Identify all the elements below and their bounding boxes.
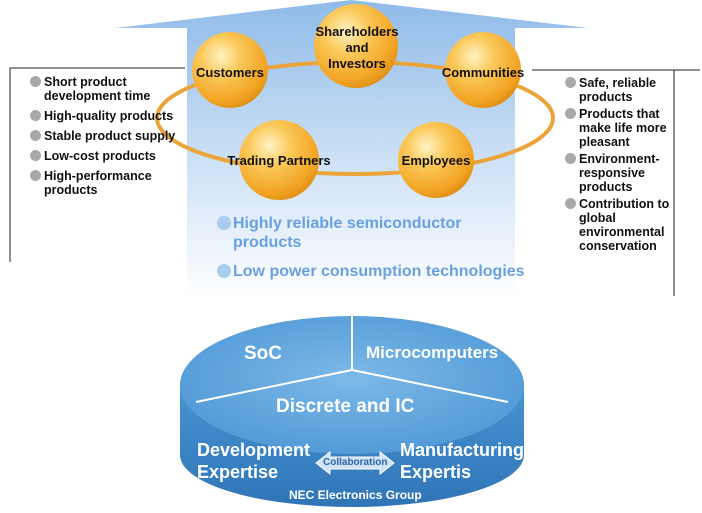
list-item: Short product development time	[30, 75, 180, 103]
list-item: Safe, reliable products	[565, 76, 685, 104]
bullet-icon	[217, 216, 231, 230]
list-item: Environment-responsive products	[565, 152, 685, 194]
communities-label: Communities	[441, 65, 525, 80]
trading-partners-ball	[239, 120, 319, 200]
trading-partners-label: Trading Partners	[227, 153, 331, 168]
list-item: Products that make life more pleasant	[565, 107, 685, 149]
shareholders-ball	[314, 4, 398, 88]
bullet-icon	[30, 76, 41, 87]
collaboration-label: Collaboration	[323, 457, 388, 468]
communities-ball	[445, 32, 521, 108]
bullet-icon	[30, 110, 41, 121]
development-label-line2: Expertise	[197, 462, 279, 482]
bullet-icon	[565, 108, 576, 119]
soc-label: SoC	[244, 343, 282, 364]
bullet-icon	[565, 77, 576, 88]
employees-label: Employees	[401, 153, 471, 168]
bullet-icon	[565, 153, 576, 164]
collaboration-arrow	[315, 450, 395, 476]
group-label: NEC Electronics Group	[289, 488, 422, 502]
disk-divider-right	[351, 369, 509, 403]
list-item: Low-cost products	[30, 149, 180, 163]
center-item: Low power consumption technologies	[217, 262, 533, 281]
customer-needs-list: Short product development time High-qual…	[30, 75, 180, 203]
customers-label: Customers	[196, 65, 264, 80]
disk-top	[180, 316, 524, 454]
community-needs-list: Safe, reliable products Products that ma…	[565, 76, 685, 256]
center-item: Highly reliable semiconductor products	[217, 214, 533, 252]
shareholders-label-line2: and	[345, 40, 369, 55]
bullet-icon	[30, 170, 41, 181]
bullet-icon	[30, 150, 41, 161]
employees-ball	[398, 122, 474, 198]
manufacturing-label-line1: Manufacturing	[400, 440, 524, 460]
disk-divider-left	[195, 369, 353, 403]
bullet-icon	[217, 264, 231, 278]
shareholders-label-line1: Shareholders	[315, 24, 399, 39]
list-item: High-quality products	[30, 109, 180, 123]
microcomputers-label: Microcomputers	[366, 343, 499, 362]
right-bracket	[532, 69, 700, 296]
manufacturing-label-line2: Expertis	[400, 462, 472, 482]
list-item: Stable product supply	[30, 129, 180, 143]
bullet-icon	[565, 198, 576, 209]
list-item: Contribution to global environmental con…	[565, 197, 685, 253]
discrete-label: Discrete and IC	[276, 396, 415, 417]
customers-ball	[192, 32, 268, 108]
bullet-icon	[30, 130, 41, 141]
development-label-line1: Development	[197, 440, 311, 460]
left-bracket	[9, 67, 185, 262]
shareholders-label-line3: Investors	[328, 56, 386, 71]
list-item: High-performance products	[30, 169, 180, 197]
